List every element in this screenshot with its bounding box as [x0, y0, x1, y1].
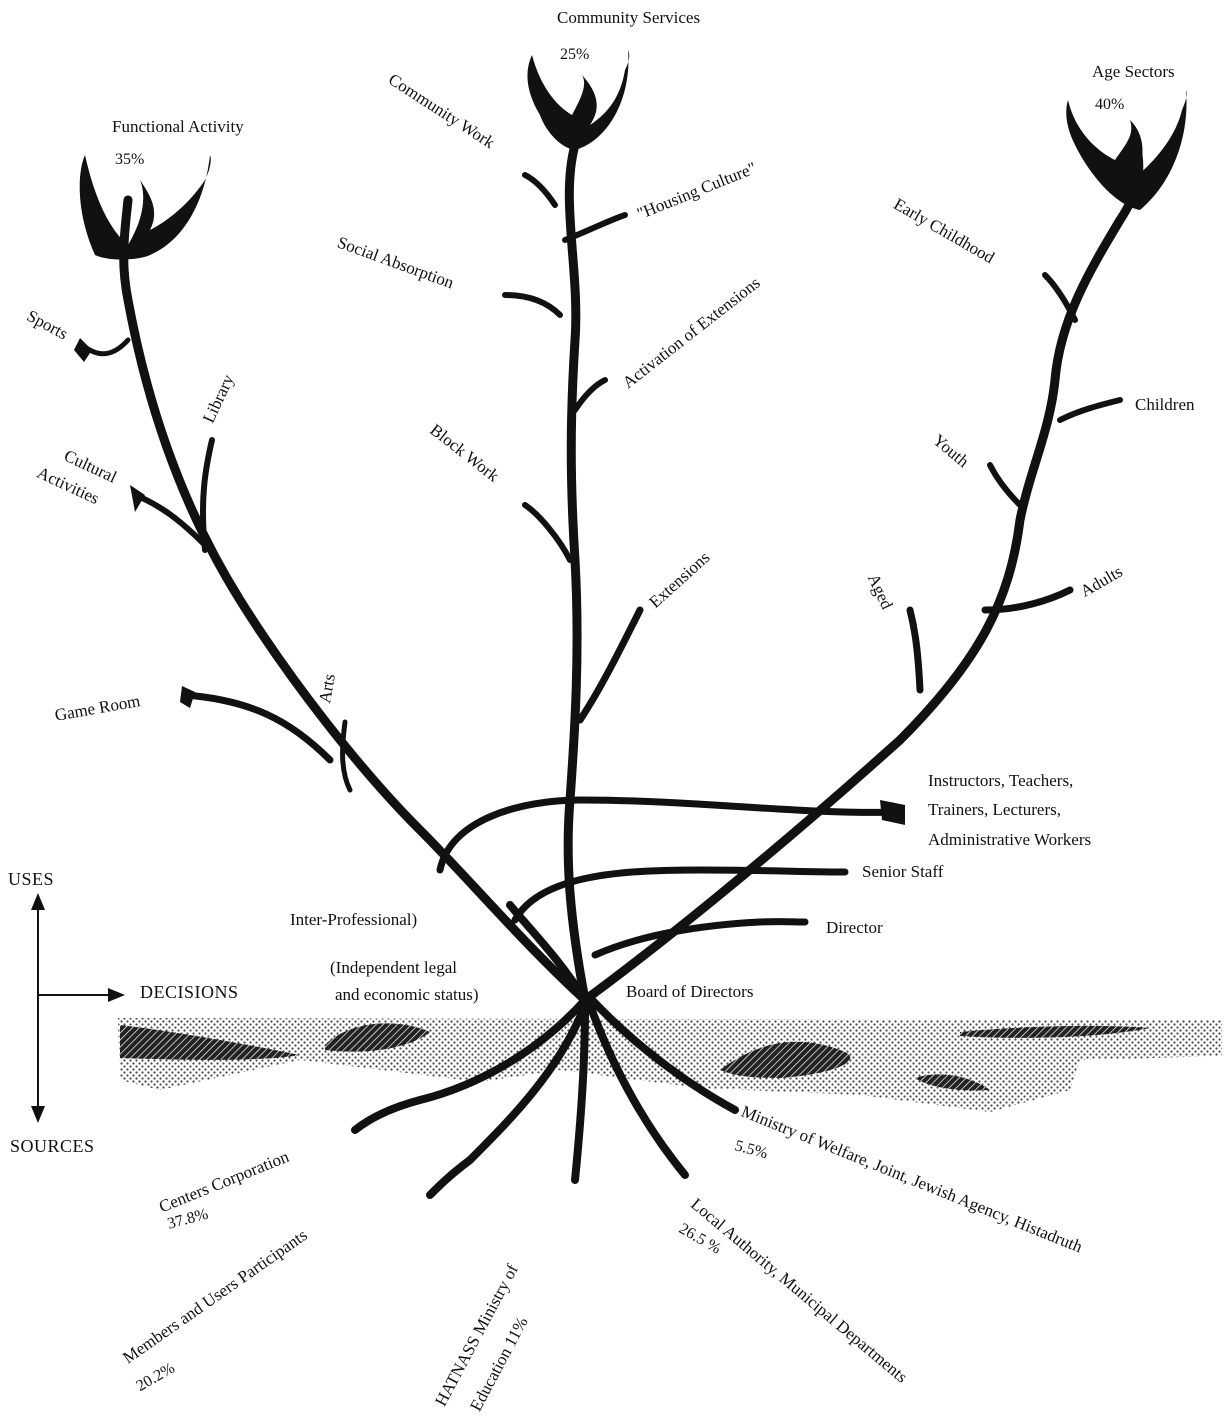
age-sectors-percent: 40%: [1095, 95, 1124, 115]
label-inter-professional: Inter-Professional): [290, 910, 417, 930]
community-services-tree: [505, 50, 640, 1000]
axis-arrows: [31, 893, 125, 1123]
label-board-of-directors: Board of Directors: [626, 982, 753, 1002]
axis-label-sources: SOURCES: [10, 1136, 95, 1156]
arrow-down-icon: [31, 1106, 45, 1123]
age-sectors-title: Age Sectors: [1092, 62, 1175, 82]
label-director: Director: [826, 918, 883, 938]
label-children: Children: [1135, 395, 1195, 415]
community-services-title: Community Services: [557, 8, 700, 28]
functional-activity-percent: 35%: [115, 150, 144, 170]
community-services-percent: 25%: [560, 45, 589, 65]
axis-label-decisions: DECISIONS: [140, 982, 239, 1002]
functional-activity-tree: [74, 155, 585, 1000]
arrow-up-icon: [31, 893, 45, 910]
label-instructors-1: Instructors, Teachers,: [928, 771, 1073, 791]
label-independent-1: (Independent legal: [330, 958, 457, 978]
axis-label-uses: USES: [8, 869, 54, 889]
functional-activity-title: Functional Activity: [112, 117, 244, 137]
decisions-branches: [440, 800, 905, 1000]
label-instructors-3: Administrative Workers: [928, 830, 1091, 850]
label-instructors-2: Trainers, Lecturers,: [928, 800, 1061, 820]
label-independent-2: and economic status): [335, 985, 479, 1005]
arrow-right-icon: [108, 988, 125, 1002]
label-senior-staff: Senior Staff: [862, 862, 943, 882]
